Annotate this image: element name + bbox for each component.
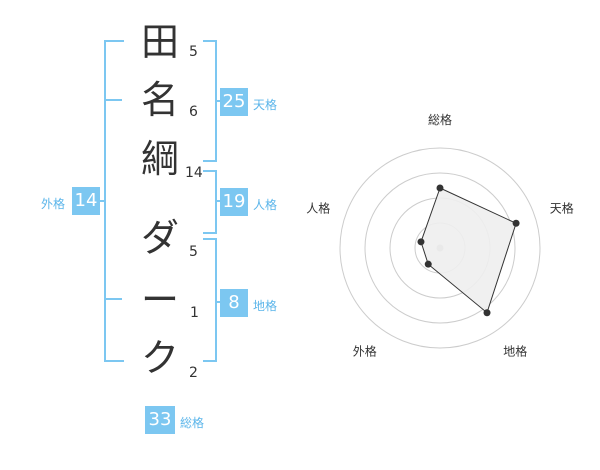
stroke-count-4: 5 <box>189 244 198 260</box>
name-char-2: 名 <box>140 78 179 122</box>
radar-axis-label-5: 人格 <box>306 200 330 215</box>
tenkaku-bracket-arm <box>216 100 222 102</box>
gaikaku-label: 外格 <box>41 197 66 211</box>
name-char-3: 綱 <box>140 137 179 181</box>
stroke-count-2: 6 <box>189 104 198 120</box>
radar-point-3 <box>483 309 491 317</box>
stroke-count-3: 14 <box>185 165 203 181</box>
stroke-count-1: 5 <box>189 44 198 60</box>
gaikaku-bracket-tick-top <box>104 99 122 101</box>
chikaku-value-badge: 8 <box>220 289 248 317</box>
radar-ring-4 <box>339 147 541 349</box>
gaikaku-bracket-arm <box>98 200 106 202</box>
chikaku-label: 地格 <box>253 299 278 313</box>
soukaku-value-badge: 33 <box>145 406 175 434</box>
tenkaku-value-badge: 25 <box>220 88 248 116</box>
tenkaku-label: 天格 <box>253 98 278 112</box>
stroke-count-6: 2 <box>189 365 198 381</box>
radar-data-polygon <box>420 187 517 314</box>
name-char-4: ダ <box>140 216 179 260</box>
radar-axis-label-1: 総格 <box>428 112 452 127</box>
radar-points <box>417 184 520 317</box>
radar-axis-label-4: 外格 <box>353 344 377 359</box>
jinkaku-bracket-arm <box>216 200 222 202</box>
gaikaku-value-badge: 14 <box>72 187 100 215</box>
name-char-1: 田 <box>140 20 179 64</box>
stroke-count-5: 1 <box>190 305 199 321</box>
gaikaku-bracket-tick-bottom <box>104 298 122 300</box>
name-char-5: ー <box>140 278 179 322</box>
radar-point-1 <box>436 184 444 192</box>
jinkaku-value-badge: 19 <box>220 188 248 216</box>
chikaku-bracket-arm <box>216 301 222 303</box>
jinkaku-label: 人格 <box>253 198 278 212</box>
radar-point-5 <box>417 238 425 246</box>
chikaku-bracket <box>203 238 217 362</box>
radar-axis-label-3: 地格 <box>503 344 527 359</box>
radar-point-2 <box>512 219 520 227</box>
radar-axis-label-2: 天格 <box>550 200 574 215</box>
radar-point-4 <box>424 260 432 268</box>
name-char-6: ク <box>140 336 179 380</box>
jinkaku-bracket <box>203 170 217 234</box>
radar-ring-3 <box>364 172 516 324</box>
soukaku-label: 総格 <box>180 416 205 430</box>
